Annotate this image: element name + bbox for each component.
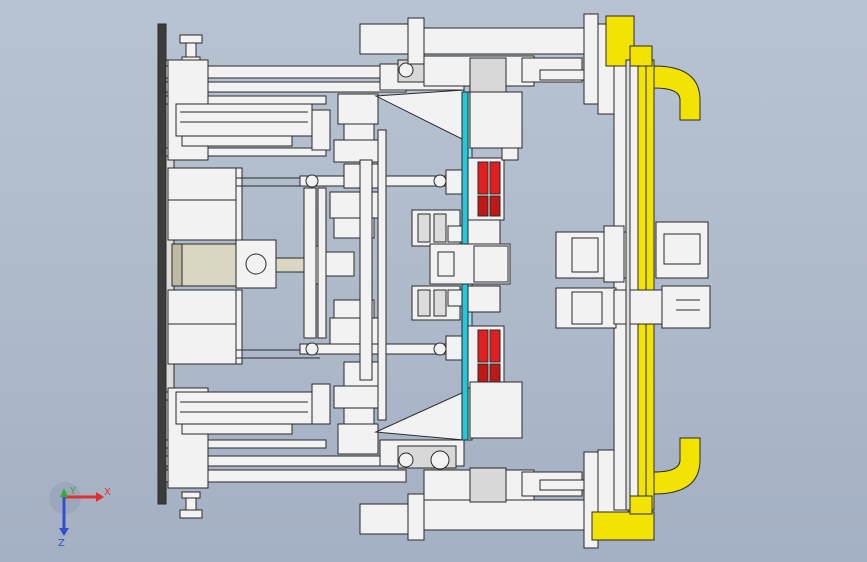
upper-red-roller	[467, 157, 505, 221]
lower-red-roller	[467, 325, 505, 389]
upper-pneumatic-cylinder	[167, 59, 331, 161]
axis-triad: X Y Z	[49, 482, 111, 549]
center-fixture	[429, 217, 511, 313]
y-axis-label: Y	[69, 486, 77, 497]
top-adjust-knob	[179, 34, 203, 64]
right-lower-actuator	[555, 285, 711, 329]
upper-clamp-module	[411, 209, 463, 247]
bottom-adjust-knob	[179, 491, 203, 519]
vertical-shaft-left	[303, 187, 327, 339]
bottom-yellow-hook	[653, 437, 701, 495]
x-axis-label: X	[104, 487, 111, 498]
lower-frame-block	[167, 289, 320, 365]
upper-frame-block	[167, 167, 320, 241]
bottom-cylinder-group	[359, 467, 587, 541]
y-axis-arrow	[60, 488, 68, 497]
center-drive-motor	[171, 239, 355, 289]
guide-posts	[469, 91, 523, 439]
lower-pneumatic-cylinder	[167, 383, 331, 489]
lower-sprocket	[397, 445, 457, 470]
top-yellow-bracket	[605, 15, 653, 67]
z-axis-label: Z	[58, 538, 65, 549]
right-diagonal-bar	[625, 59, 631, 511]
vertical-shaft-center	[359, 129, 387, 421]
bottom-yellow-bracket	[591, 495, 655, 541]
top-yellow-hook	[653, 65, 701, 121]
upper-bearing-blocks	[329, 93, 387, 239]
lower-bearing-blocks	[329, 299, 387, 455]
right-upper-actuator	[555, 221, 709, 283]
lower-clamp-module	[411, 285, 463, 321]
